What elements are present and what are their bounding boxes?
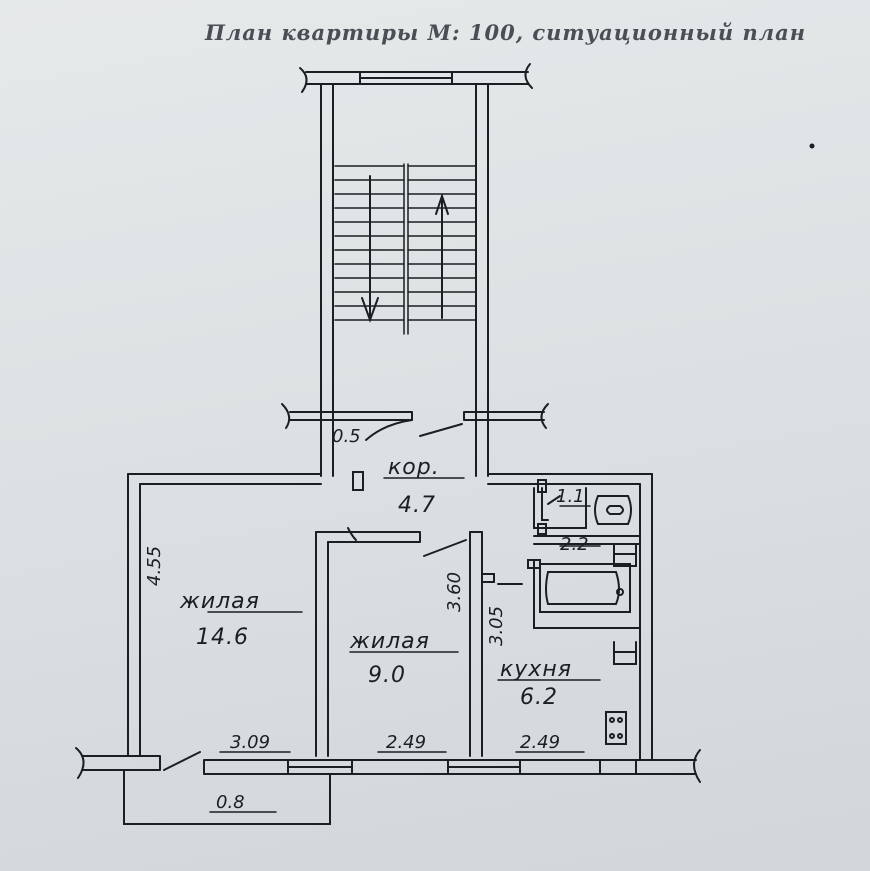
living-room-small-name: жилая: [349, 629, 430, 654]
dimension-3-09: 3.09: [230, 732, 270, 753]
living-room-large-name: жилая: [179, 589, 260, 614]
bathroom-block: [527, 479, 641, 629]
stairwell-walls: [320, 83, 489, 477]
interior-walls: [315, 527, 523, 757]
bottom-wall: [75, 747, 701, 783]
kitchen-name: кухня: [500, 657, 572, 682]
top-wall: [299, 63, 533, 93]
corridor-name: кор.: [388, 455, 440, 480]
dimension-2-49-a: 2.49: [386, 732, 426, 753]
living-room-small-area: 9.0: [368, 663, 406, 688]
balcony-outline: [123, 769, 331, 825]
dimension-0-8: 0.8: [216, 792, 245, 813]
ink-dot: [809, 143, 815, 149]
landing-wall: [281, 403, 549, 441]
kitchen-area: 6.2: [520, 685, 558, 710]
dimension-3-05: 3.05: [486, 606, 507, 646]
corridor-area: 4.7: [398, 493, 436, 518]
apartment-outer-walls: [127, 471, 653, 761]
plan-heading: План квартиры М: 100, ситуационный план: [205, 20, 807, 45]
dimension-4-55: 4.55: [144, 546, 165, 586]
living-room-large-area: 14.6: [196, 625, 249, 650]
dimension-leaders: [207, 477, 601, 813]
dimension-2-49-b: 2.49: [520, 732, 560, 753]
dimension-2-2: 2.2: [560, 534, 589, 555]
dimension-0-5: 0.5: [332, 426, 361, 447]
dimension-1-1: 1.1: [556, 486, 585, 507]
staircase: [334, 163, 477, 335]
kitchen-fixtures: [605, 641, 637, 745]
dimension-3-60: 3.60: [444, 572, 465, 612]
